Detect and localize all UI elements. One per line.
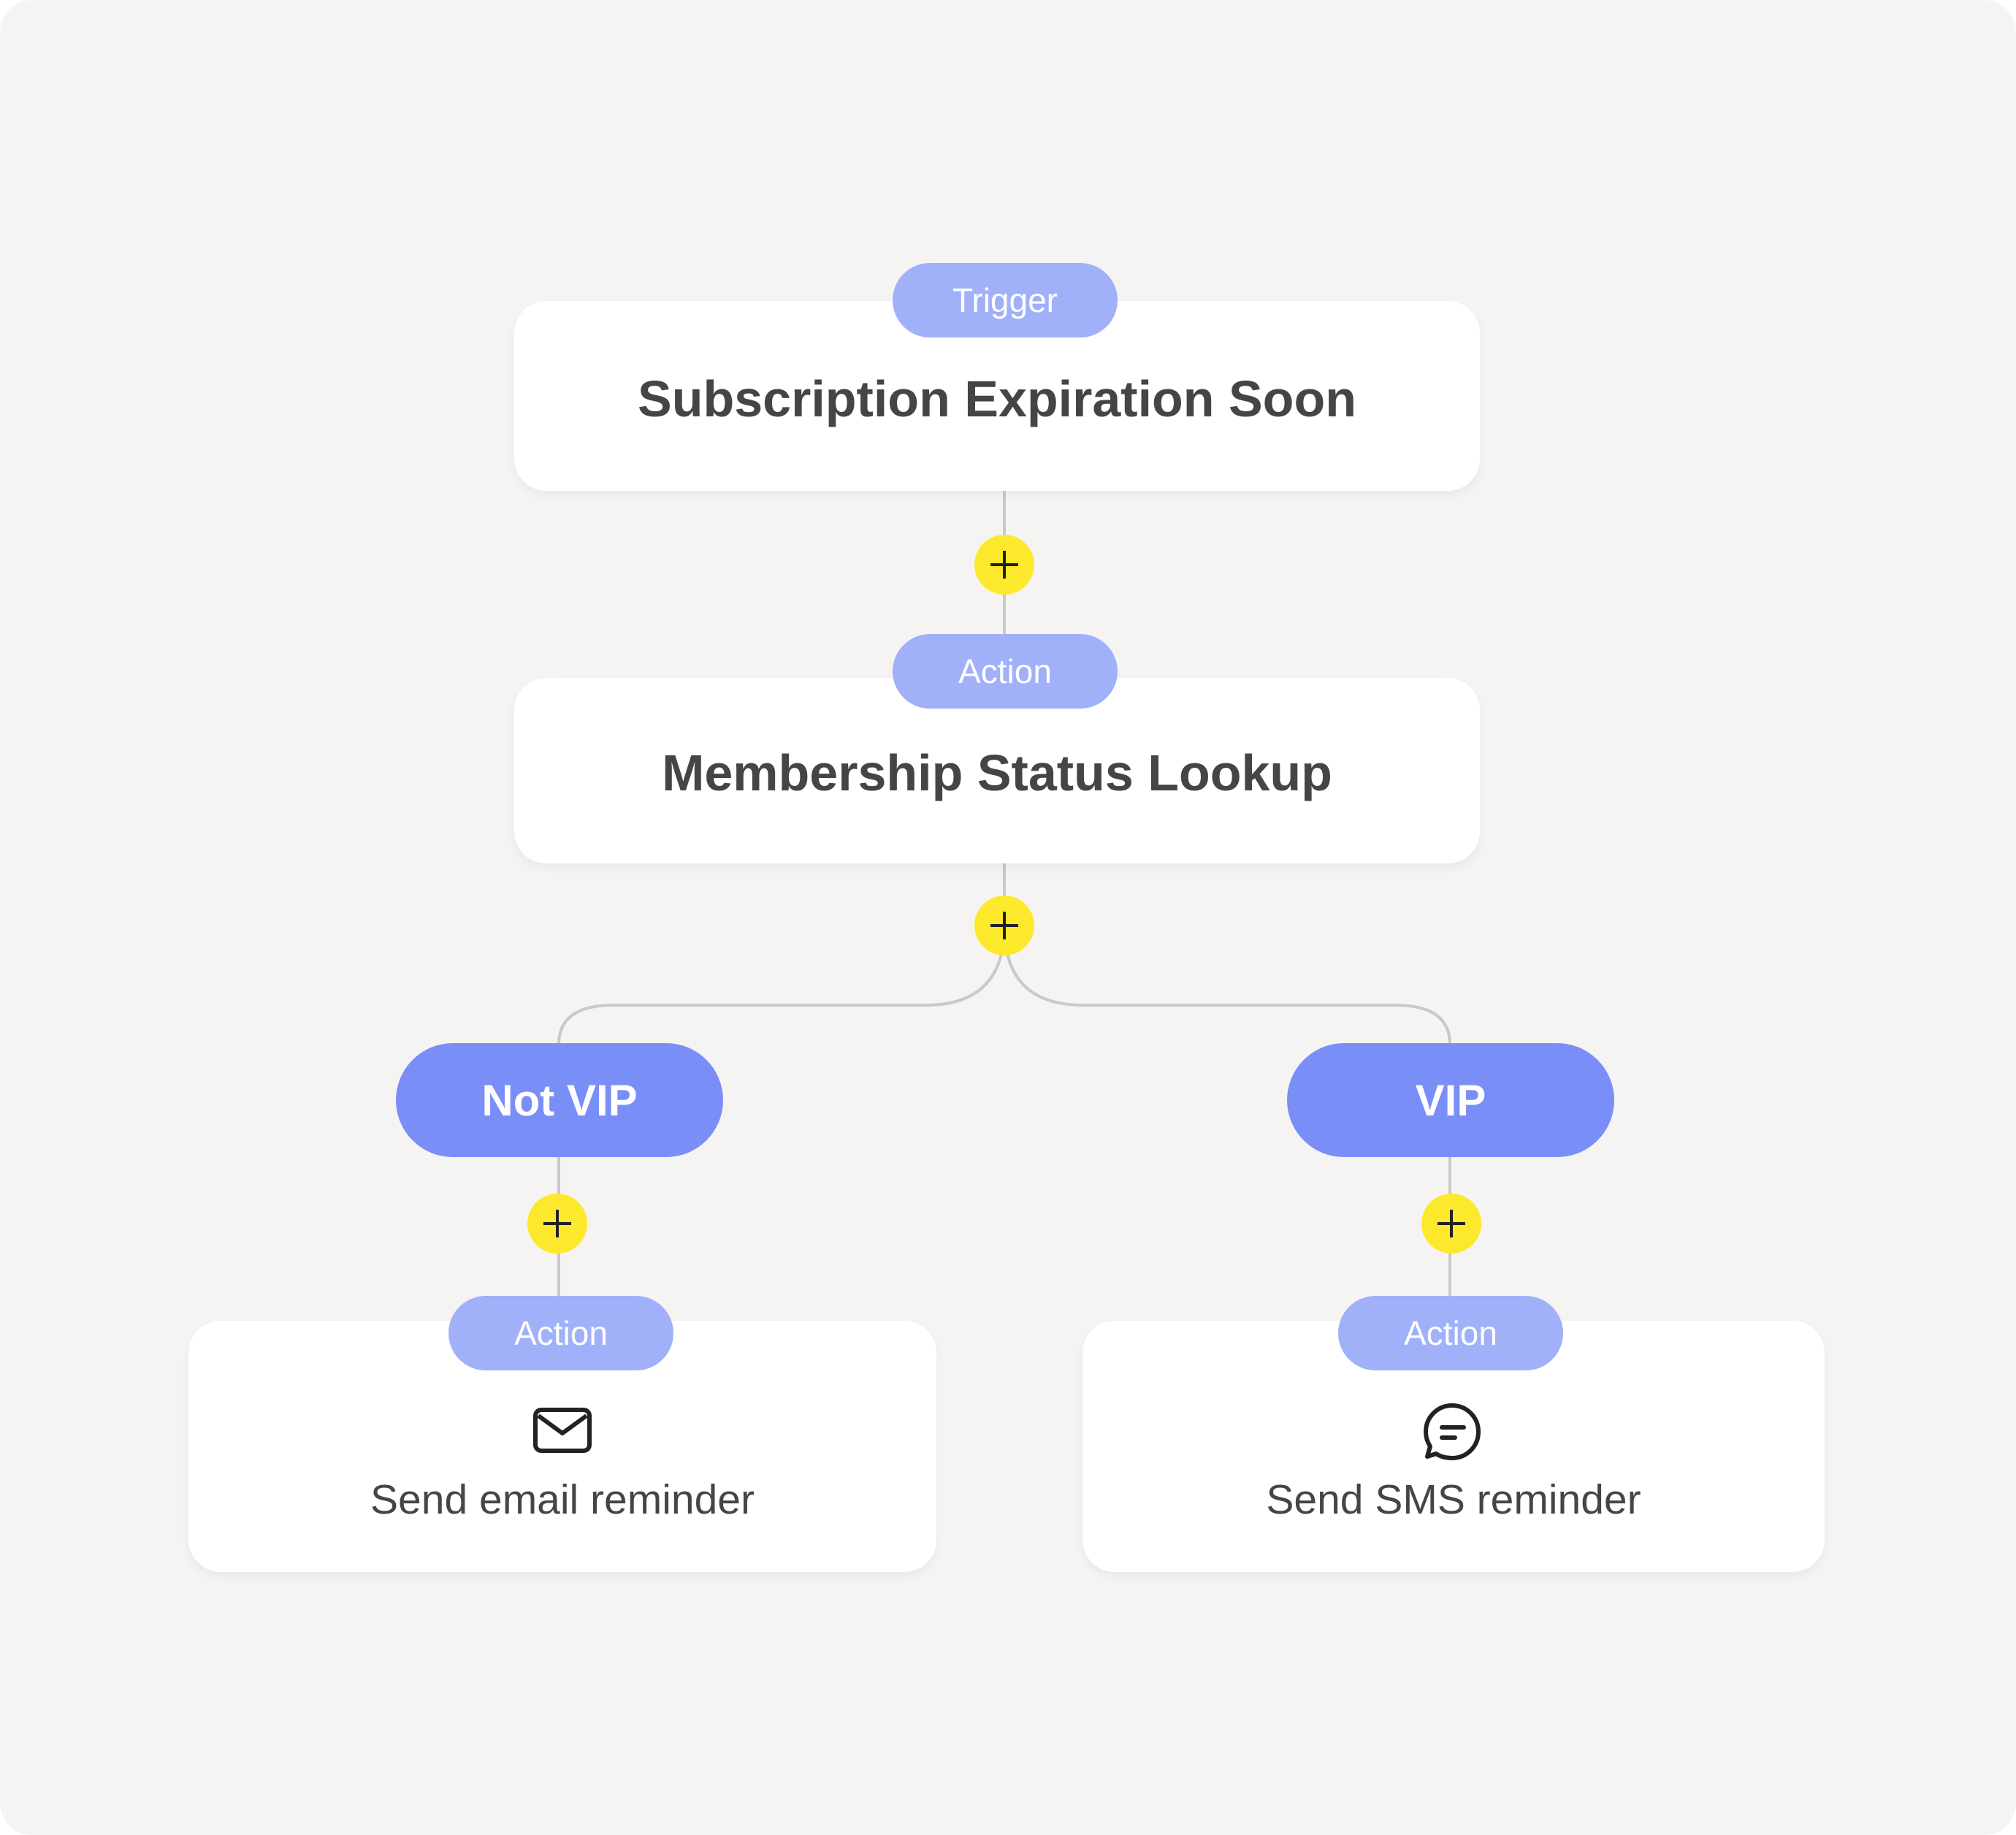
trigger-title: Subscription Expiration Soon [638,370,1356,427]
add-branch-button[interactable] [974,896,1034,955]
add-step-button-vip[interactable] [1421,1194,1481,1254]
lookup-title: Membership Status Lookup [662,744,1332,801]
lookup-badge: Action [893,634,1118,709]
trigger-badge: Trigger [893,263,1118,337]
email-action-label: Send email reminder [370,1476,755,1523]
mail-icon [533,1408,592,1453]
branch-not-vip[interactable]: Not VIP [396,1043,723,1157]
chat-icon [1424,1403,1481,1460]
sms-action-badge: Action [1338,1296,1563,1370]
email-action-card[interactable]: Send email reminder [188,1321,936,1572]
sms-action-label: Send SMS reminder [1266,1476,1641,1523]
add-step-button[interactable] [974,535,1034,595]
branch-vip[interactable]: VIP [1287,1043,1614,1157]
email-action-badge: Action [448,1296,673,1370]
trigger-card[interactable]: Subscription Expiration Soon [514,301,1480,491]
add-step-button-not-vip[interactable] [527,1194,587,1254]
lookup-card[interactable]: Membership Status Lookup [514,678,1480,863]
